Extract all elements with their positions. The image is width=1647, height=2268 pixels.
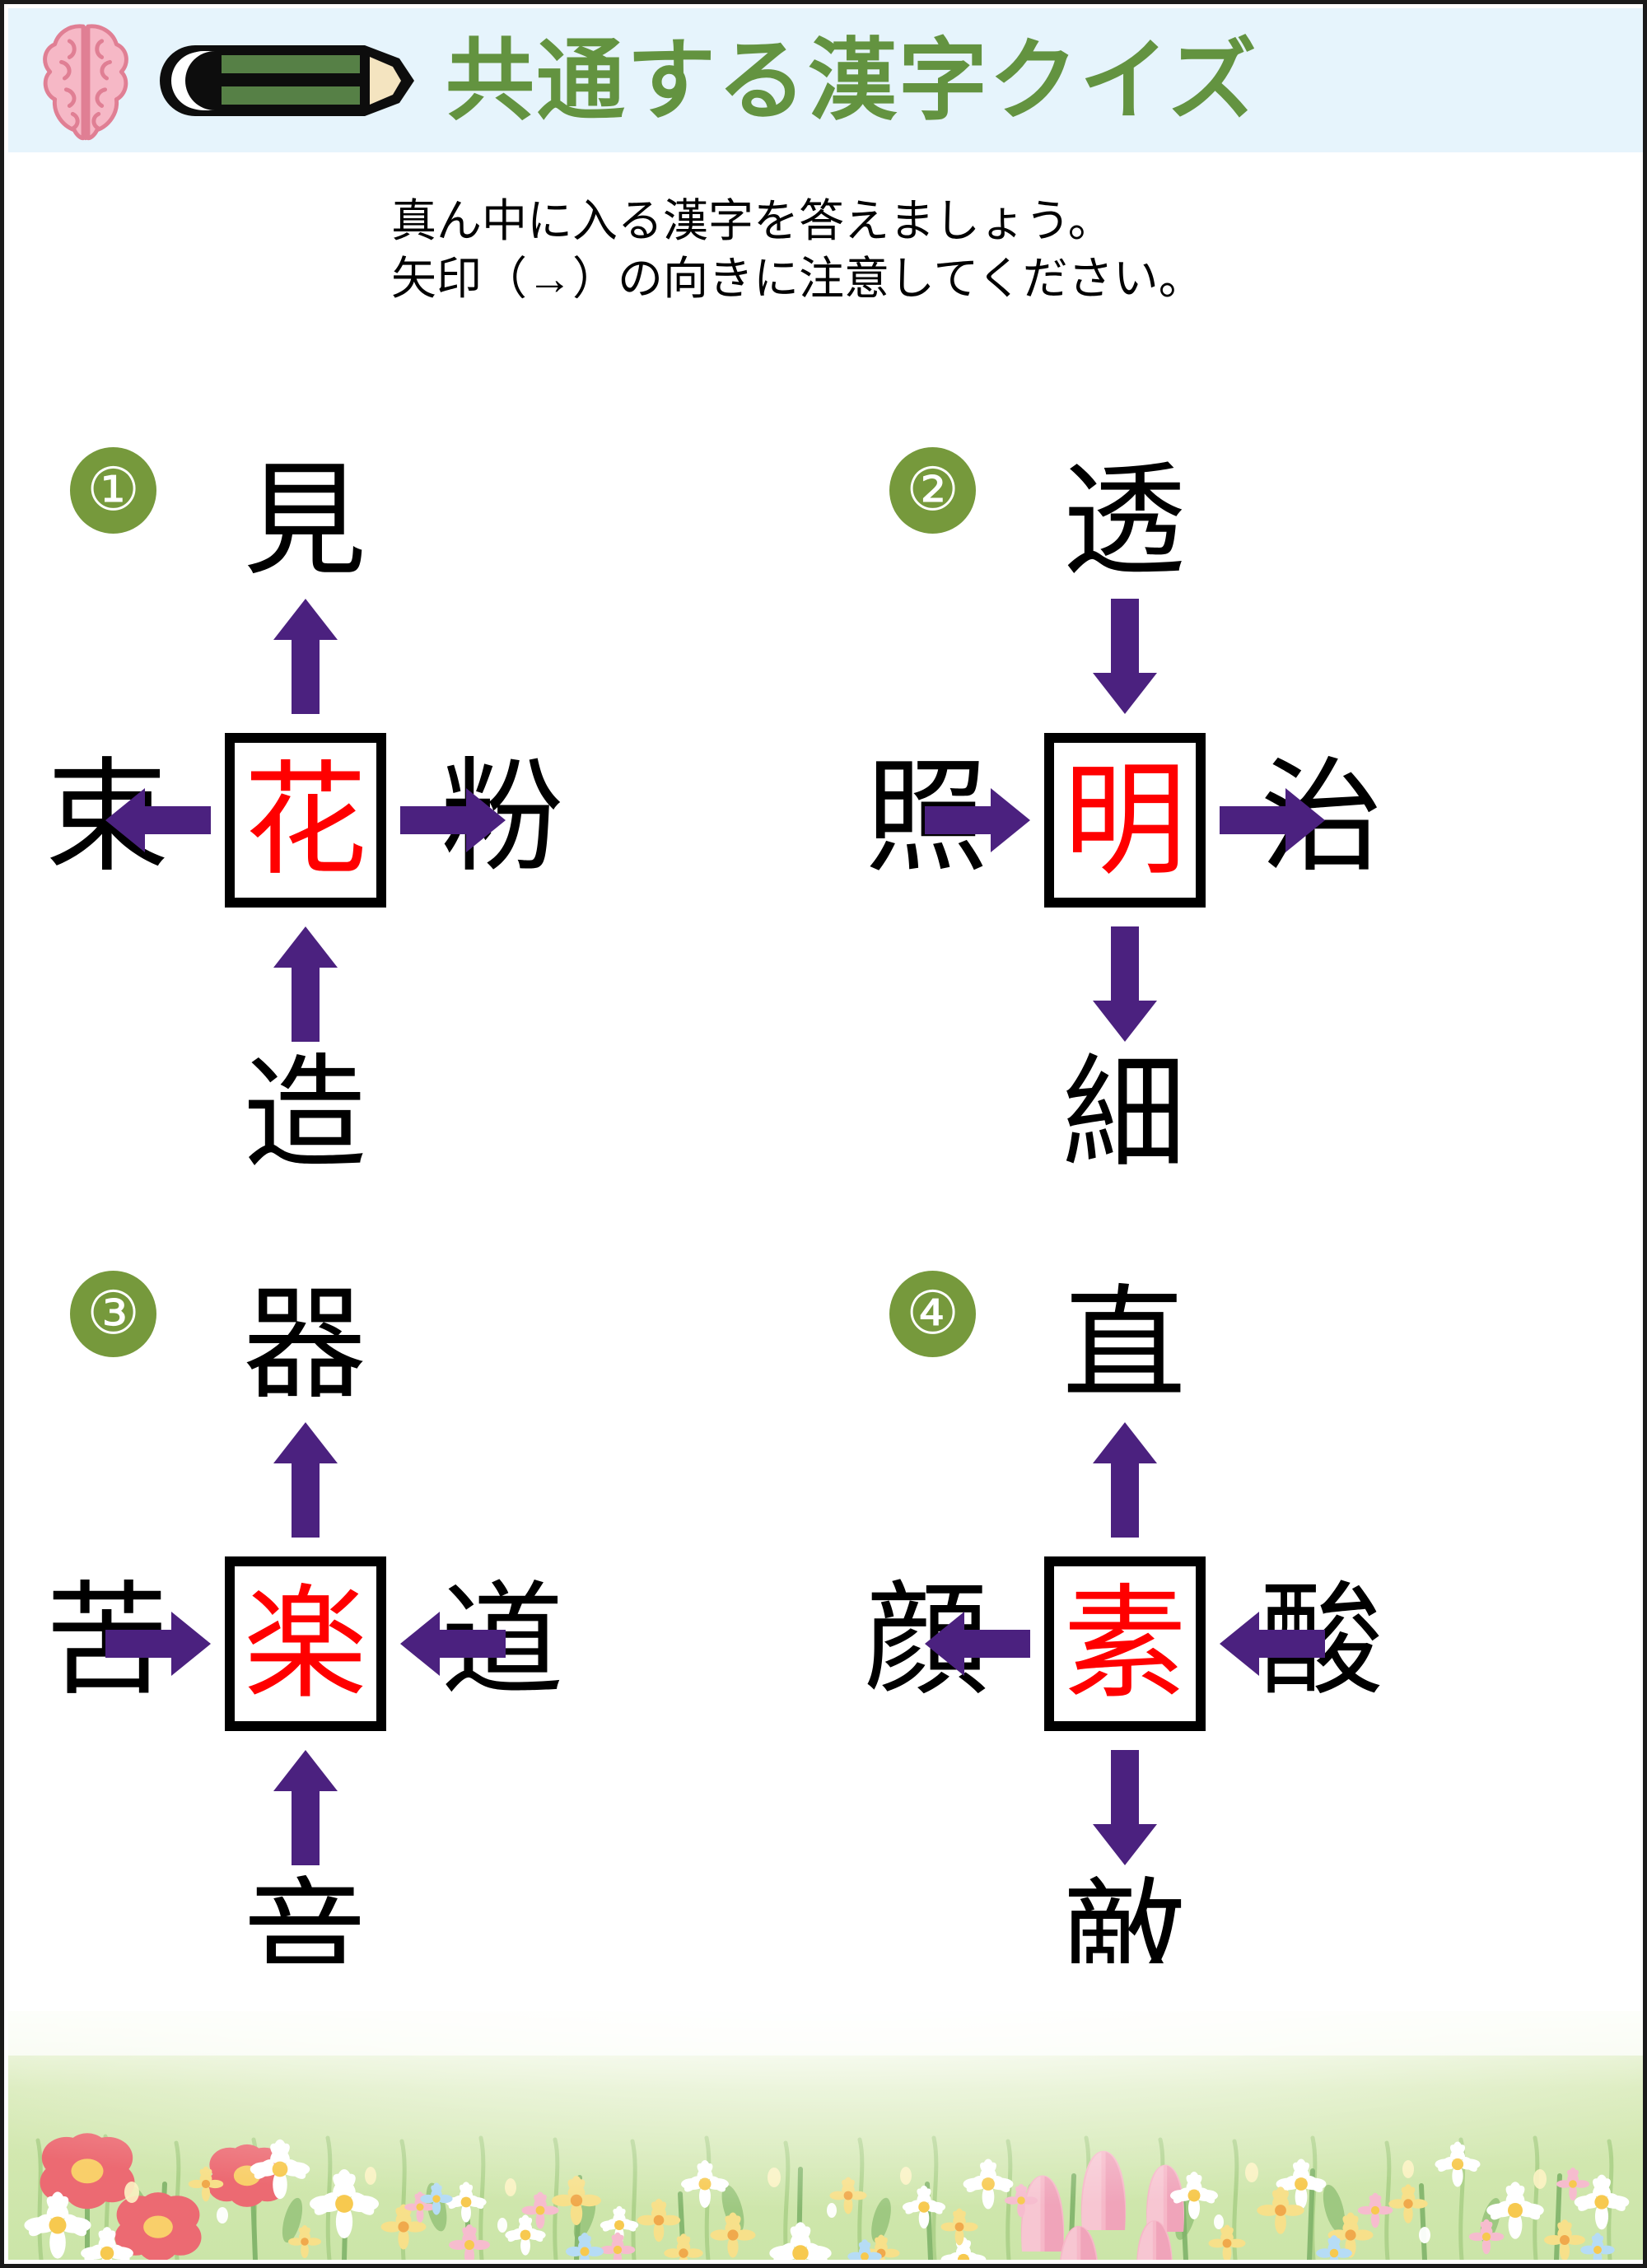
instruction-line-2: 矢印（→）の向きに注意してください。 <box>391 253 1204 305</box>
arrow-left-icon <box>925 1612 1030 1676</box>
flower-meadow-decoration <box>8 1963 1643 2260</box>
clue-kanji-bottom: 細 <box>1061 1044 1186 1183</box>
instructions: 真ん中に入る漢字を答えましょう。 矢印（→）の向きに注意してください。 <box>391 192 1204 308</box>
arrow-up-icon <box>273 599 338 714</box>
arrow-left-icon <box>105 788 211 852</box>
puzzle-2: ② 透 細 照 治 明 <box>828 416 1643 1239</box>
answer-kanji: 楽 <box>243 1575 367 1713</box>
pencil-icon <box>160 44 414 116</box>
arrow-right-icon <box>925 788 1030 852</box>
answer-box[interactable]: 花 <box>225 733 386 908</box>
arrow-left-icon <box>1220 1612 1325 1676</box>
answer-box[interactable]: 素 <box>1044 1556 1206 1731</box>
arrow-down-icon <box>1093 1750 1157 1865</box>
answer-box[interactable]: 明 <box>1044 733 1206 908</box>
puzzle-4: ④ 直 敵 顔 酸 素 <box>828 1239 1643 2063</box>
arrow-left-icon <box>400 1612 506 1676</box>
arrow-right-icon <box>400 788 506 852</box>
answer-kanji: 明 <box>1062 751 1187 889</box>
puzzle-grid: ① 見 造 束 粉 花 <box>8 416 1643 2063</box>
answer-kanji: 素 <box>1062 1575 1187 1713</box>
puzzle-3: ③ 器 音 苦 道 楽 <box>8 1239 828 2063</box>
instruction-line-1: 真ん中に入る漢字を答えましょう。 <box>391 195 1113 246</box>
puzzle-number-badge: ③ <box>70 1271 156 1357</box>
arrow-right-icon <box>1220 788 1325 852</box>
arrow-up-icon <box>273 1422 338 1538</box>
clue-kanji-top: 透 <box>1061 451 1186 590</box>
answer-box[interactable]: 楽 <box>225 1556 386 1731</box>
puzzle-number-badge: ① <box>70 447 156 534</box>
clue-kanji-top: 直 <box>1061 1275 1186 1413</box>
arrow-right-icon <box>105 1612 211 1676</box>
arrow-up-icon <box>1093 1422 1157 1538</box>
puzzle-1: ① 見 造 束 粉 花 <box>8 416 828 1239</box>
clue-kanji-bottom: 造 <box>242 1044 366 1183</box>
puzzle-number-badge: ② <box>889 447 976 534</box>
page-title: 共通する漢字クイズ <box>446 30 1258 130</box>
arrow-down-icon <box>1093 926 1157 1042</box>
page-header: 共通する漢字クイズ <box>8 8 1643 152</box>
arrow-up-icon <box>273 926 338 1042</box>
arrow-up-icon <box>273 1750 338 1865</box>
brain-icon <box>43 23 128 140</box>
clue-kanji-top: 器 <box>242 1275 366 1413</box>
answer-kanji: 花 <box>243 751 367 889</box>
flower-meadow-icon <box>8 1963 1643 2260</box>
puzzle-number-badge: ④ <box>889 1271 976 1357</box>
clue-kanji-top: 見 <box>242 451 366 590</box>
arrow-down-icon <box>1093 599 1157 714</box>
